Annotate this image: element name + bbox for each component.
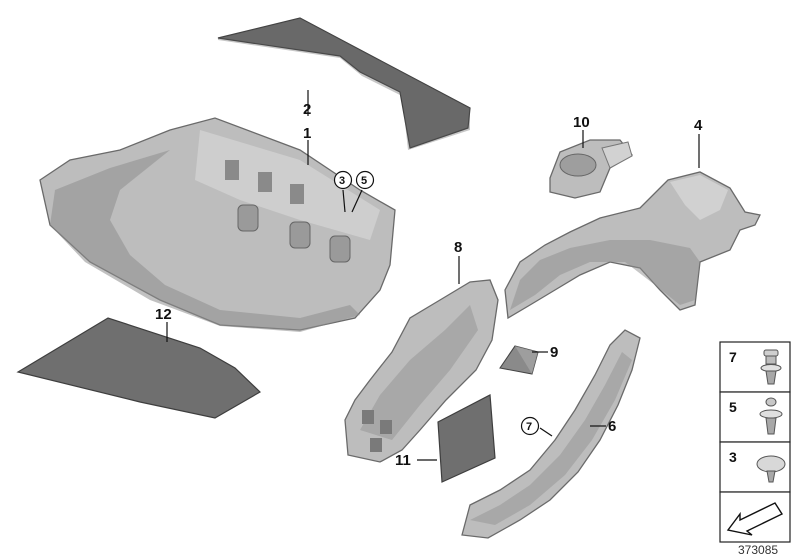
callout-6: 6 — [608, 418, 616, 435]
callout-3-circle — [333, 170, 353, 190]
callout-5-circle — [355, 170, 375, 190]
part-10-pad — [549, 139, 633, 199]
leader-lines — [166, 90, 700, 461]
callout-12: 12 — [155, 306, 172, 323]
part-1-trunk-insulation — [39, 117, 396, 332]
callout-1: 1 — [303, 125, 311, 142]
part-8-side-panel — [344, 279, 499, 463]
callouts: 1 2 3 5 4 10 8 12 9 11 6 7 — [155, 101, 703, 469]
callout-7-circle — [520, 416, 540, 436]
callout-7: 7 — [526, 421, 532, 433]
push-rivet-icon — [760, 349, 782, 385]
part-12-mat — [16, 317, 261, 419]
document-number: 373085 — [738, 543, 778, 557]
legend-label-5: 5 — [729, 399, 737, 415]
part-6-bracket — [461, 329, 641, 539]
part-2-floor-mat — [217, 17, 471, 150]
callout-3: 3 — [339, 175, 345, 187]
legend-label-7: 7 — [729, 349, 737, 365]
part-11-pad — [437, 394, 496, 483]
legend-label-3: 3 — [729, 449, 737, 465]
callout-10: 10 — [573, 114, 590, 131]
callout-5: 5 — [361, 175, 367, 187]
callout-4: 4 — [694, 117, 703, 134]
callout-8: 8 — [454, 239, 462, 256]
part-4-wheelhouse-liner — [504, 171, 761, 320]
callout-11: 11 — [395, 452, 411, 469]
direction-arrow-icon — [726, 502, 784, 536]
callout-2: 2 — [303, 101, 311, 118]
fastener-legend: 7 5 3 — [719, 341, 791, 543]
part-9-block — [499, 345, 539, 375]
expanding-rivet-icon — [759, 397, 783, 435]
callout-9: 9 — [550, 344, 558, 361]
round-clip-icon — [756, 455, 786, 483]
